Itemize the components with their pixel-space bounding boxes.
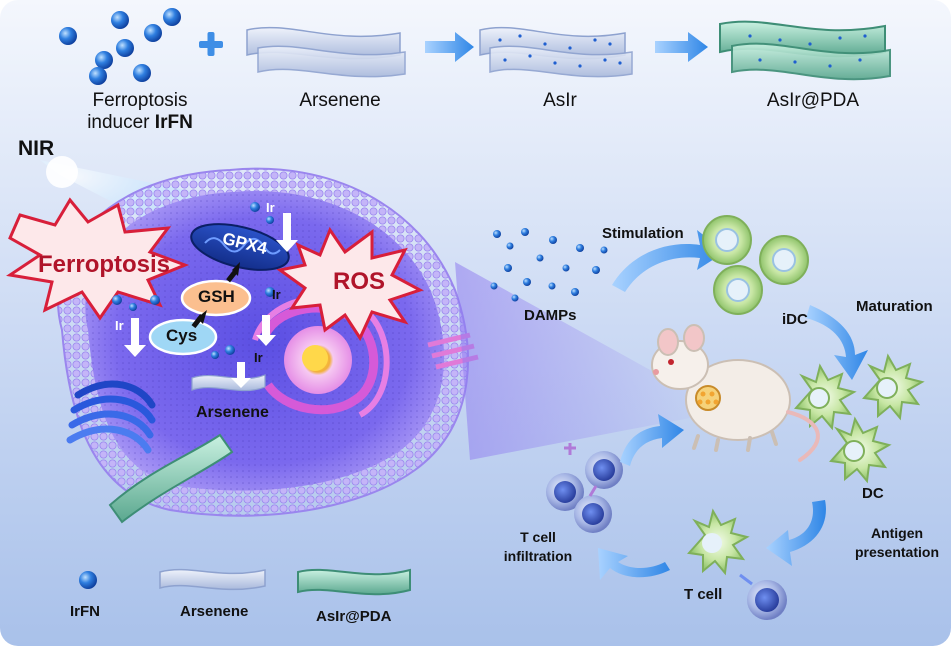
right-arrow-icon xyxy=(425,32,474,62)
legend-arsenene-icon xyxy=(159,568,266,591)
gsh-label: GSH xyxy=(198,287,235,306)
gsh-pill xyxy=(180,279,252,317)
stimulation-label: Stimulation xyxy=(602,225,684,242)
ir-label-1: Ir xyxy=(266,200,275,215)
stimulation-arrow xyxy=(612,230,725,292)
ir-spheres-cell xyxy=(112,202,275,359)
nucleus-icon xyxy=(284,326,352,394)
right-arrow-icon-2 xyxy=(655,32,708,62)
inducer-bold: IrFN xyxy=(154,112,193,133)
asir-pda-sheet-crossing xyxy=(108,433,234,524)
legend-asir-pda-label: AsIr@PDA xyxy=(316,608,392,625)
maturation-arrow xyxy=(806,305,868,380)
ferroptosis-burst xyxy=(6,197,190,321)
plus-icon xyxy=(199,32,223,56)
antigen-line2: presentation xyxy=(854,544,939,560)
tcell-label: T cell xyxy=(684,586,723,603)
ir-label-4: Ir xyxy=(254,350,263,365)
arsenene-cell-label: Arsenene xyxy=(196,404,269,421)
infiltration-line1: T cell xyxy=(520,529,556,545)
infiltration-arrow xyxy=(598,548,670,580)
inducer-prefix: inducer xyxy=(87,112,155,133)
arsenene-sheet-top xyxy=(246,26,406,78)
asir-top-label: AsIr xyxy=(543,90,577,111)
cys-pill xyxy=(148,318,218,356)
dc-label: DC xyxy=(862,485,884,502)
antigen-line1: Antigen xyxy=(870,525,924,541)
asir-pda-top-label: AsIr@PDA xyxy=(766,90,860,111)
legend-asir-pda-icon xyxy=(297,568,411,596)
inducer-line2: inducer IrFN xyxy=(75,112,205,134)
mouse-to-tcell-arrow xyxy=(620,414,684,466)
infiltration-line2: infiltration xyxy=(503,548,573,564)
idc-label: iDC xyxy=(782,311,808,328)
inducer-line1: Ferroptosis xyxy=(92,90,188,111)
maturation-label: Maturation xyxy=(856,298,933,315)
irfn-spheres-group xyxy=(59,8,181,85)
legend-irfn-icon xyxy=(79,571,97,589)
ferroptosis-label: Ferroptosis xyxy=(38,251,171,278)
damps-label: DAMPs xyxy=(524,307,577,324)
ferroptosis-inducer-label: Ferroptosis inducer IrFN xyxy=(75,90,205,134)
immature-dendritic-cells xyxy=(702,215,809,315)
arsenene-top-label: Arsenene xyxy=(299,90,381,111)
asir-sheet-top xyxy=(479,26,633,78)
ros-burst xyxy=(276,226,424,342)
antigen-presentation-label: Antigen presentation xyxy=(845,524,949,562)
arsenene-sheet-cell xyxy=(191,374,266,392)
tcell-infiltration-label: T cell infiltration xyxy=(488,528,588,566)
golgi-icon xyxy=(66,380,156,454)
antigen-presentation-arrow xyxy=(766,500,826,566)
legend-irfn-label: IrFN xyxy=(70,603,100,620)
nir-label: NIR xyxy=(18,137,55,160)
damps-particles xyxy=(490,228,608,302)
mitochondrion-icon xyxy=(190,223,290,271)
asir-pda-sheet-top xyxy=(719,20,891,81)
cys-label: Cys xyxy=(166,326,198,345)
legend-arsenene-label: Arsenene xyxy=(180,603,249,620)
mouse-icon xyxy=(651,324,820,462)
ir-arrows xyxy=(124,213,298,388)
pathway-arrows xyxy=(191,262,240,329)
ros-label: ROS xyxy=(333,268,386,295)
t-cells-group xyxy=(546,443,623,533)
dc-tcell-pair xyxy=(687,508,787,620)
zoom-cone xyxy=(455,262,690,460)
ir-label-3: Ir xyxy=(272,287,281,302)
mature-dendritic-cells xyxy=(794,353,925,484)
ir-label-2: Ir xyxy=(115,318,124,333)
